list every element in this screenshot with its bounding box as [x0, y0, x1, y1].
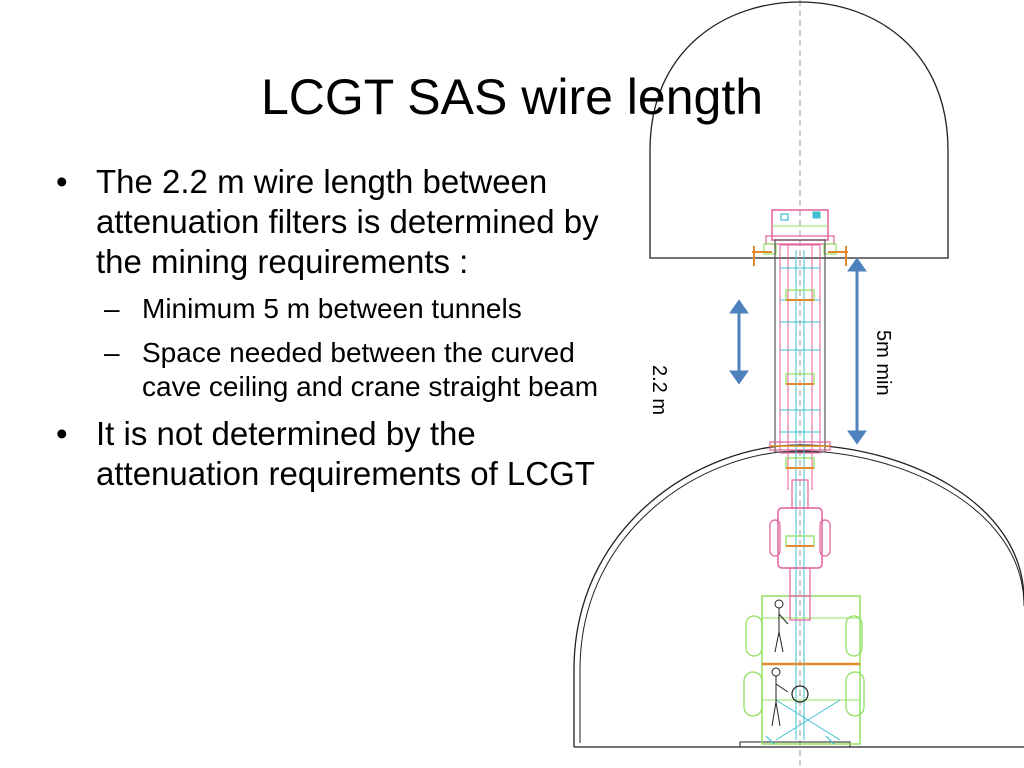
vertical-shaft [774, 239, 826, 453]
lower-cave-outline-inner [579, 450, 1024, 743]
sub-bullet-text-2: Space needed between the curved cave cei… [142, 337, 599, 402]
bullet-mark: • [56, 163, 68, 200]
sub-bullet-item-2: – Space needed between the curved cave c… [56, 336, 616, 404]
attenuation-filter-2 [785, 373, 815, 385]
dash-mark: – [104, 337, 120, 368]
person-figure-upper [774, 599, 789, 653]
sub-bullet-item-1: – Minimum 5 m between tunnels [56, 292, 616, 326]
lower-tower [761, 595, 861, 745]
person-figure-lower [771, 667, 789, 727]
arrow-2-2m [729, 299, 749, 385]
sub-bullet-text-1: Minimum 5 m between tunnels [142, 293, 522, 324]
slide-title: LCGT SAS wire length [260, 69, 764, 125]
dash-mark: – [104, 293, 120, 324]
arrow-5m-min [847, 257, 867, 445]
middle-chamber [777, 507, 823, 569]
attenuation-filter-1 [785, 289, 815, 301]
bullet-text-1: The 2.2 m wire length between attenuatio… [96, 163, 599, 280]
bullet-mark: • [56, 415, 68, 452]
bullet-item-1: • The 2.2 m wire length between attenuat… [56, 162, 616, 282]
top-chamber-flange [765, 235, 835, 245]
bullet-item-2: • It is not determined by the attenuatio… [56, 414, 616, 494]
bullet-text-2: It is not determined by the attenuation … [96, 415, 595, 492]
upper-tunnel-outline [649, 1, 949, 259]
label-tunnel-gap: 5m min [872, 330, 894, 396]
label-filter-spacing: 2.2 m [648, 365, 670, 416]
bullet-list: • The 2.2 m wire length between attenuat… [56, 162, 616, 504]
attenuation-filter-3 [785, 457, 815, 469]
lower-cave-outline-outer [573, 444, 1024, 747]
